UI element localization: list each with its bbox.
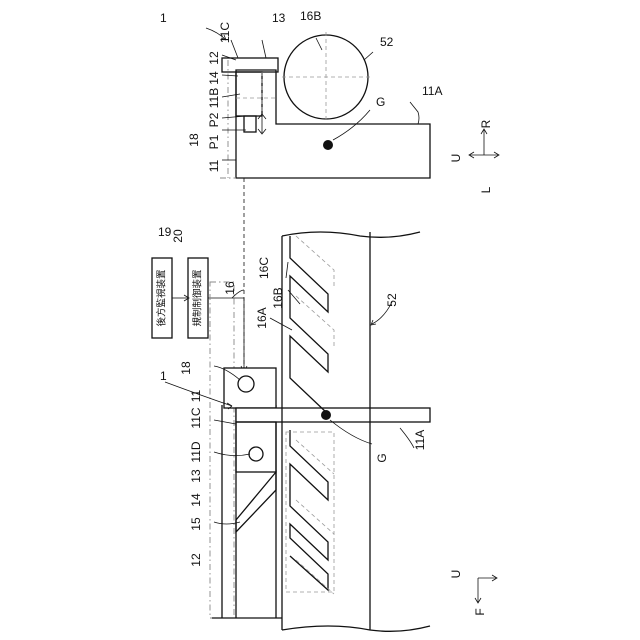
bottom-axis-indicator: U F: [449, 570, 497, 616]
label-11B-top: 11B: [207, 88, 221, 108]
label-16-bottom: 16: [223, 281, 237, 295]
leader-52-top: [364, 52, 373, 60]
leader-11C: [231, 40, 238, 58]
leader-G-top: [333, 110, 370, 140]
teeth-16B-lower: [290, 430, 328, 590]
label-16B-top: 16B: [300, 9, 321, 23]
leader-11D: [214, 452, 250, 456]
label-12-bottom: 12: [189, 553, 203, 567]
label-18-top: 18: [187, 133, 201, 147]
label-19: 19: [158, 225, 172, 239]
label-11-bottom: 11: [189, 389, 203, 402]
label-11A-top: 11A: [422, 84, 442, 98]
leader-P2: [222, 116, 246, 118]
label-P2: P2: [207, 112, 221, 127]
label-18-bottom: 18: [179, 361, 193, 375]
box-rear-monitor-text: 後方監視装置: [156, 269, 168, 326]
axis-label-U-top: U: [449, 154, 463, 163]
leader-G-bottom: [330, 420, 372, 444]
label-G-top: G: [376, 95, 385, 109]
leader-13: [262, 40, 266, 58]
label-11A-bottom: 11A: [413, 430, 427, 450]
axis-label-L: L: [479, 186, 493, 193]
bar-11A: [236, 408, 430, 422]
label-14-bottom: 14: [189, 493, 203, 507]
label-16B-bottom: 16B: [271, 287, 285, 308]
slope-15: [236, 472, 276, 532]
label-52-top: 52: [380, 35, 394, 49]
label-12-top: 12: [207, 51, 221, 65]
label-20: 20: [171, 229, 185, 243]
leader-16A: [270, 318, 292, 330]
teeth-phantom-box: [286, 432, 334, 592]
leader-11A-bottom: [400, 428, 414, 448]
axis-label-U-bottom: U: [449, 570, 463, 579]
box-control-text: 規制制御装置: [192, 269, 204, 326]
leader-16C: [286, 262, 288, 278]
label-16C: 16C: [257, 257, 271, 279]
label-15: 15: [189, 517, 203, 531]
label-13-bottom: 13: [189, 469, 203, 483]
label-P1: P1: [207, 134, 221, 149]
label-11C-bottom: 11C: [189, 407, 203, 428]
label-52-bottom: 52: [385, 293, 399, 307]
leader-16B-top: [316, 38, 322, 50]
label-16A: 16A: [255, 307, 269, 328]
leader-11A-top: [410, 102, 419, 124]
bottom-side-view: 後方監視装置 規制制御装置: [152, 225, 430, 631]
label-1-top: 1: [160, 11, 167, 25]
top-cross-section: 1 11C 13 16B 52 11A G 12 14 11B P2 18 P1…: [160, 9, 442, 178]
label-13-top: 13: [272, 11, 286, 25]
leader-11B-top: [222, 94, 240, 97]
frame-11: [236, 70, 430, 178]
drum-top-wave: [282, 232, 420, 237]
label-11D: 11D: [189, 441, 203, 462]
label-1-bottom: 1: [160, 369, 167, 383]
label-11-top: 11: [207, 159, 221, 172]
teeth-16B-upper: [290, 236, 328, 414]
gravity-point-top: [323, 140, 333, 150]
label-14-top: 14: [207, 71, 221, 85]
drum-bottom-wave: [282, 626, 430, 631]
leader-11C-bottom: [214, 420, 236, 424]
roller-11D: [249, 447, 263, 461]
label-11C-top: 11C: [218, 22, 232, 43]
axis-label-F: F: [473, 608, 487, 615]
axis-label-R: R: [479, 119, 493, 128]
top-axis-indicator: U R L: [449, 119, 499, 193]
label-G-bottom: G: [375, 453, 389, 462]
